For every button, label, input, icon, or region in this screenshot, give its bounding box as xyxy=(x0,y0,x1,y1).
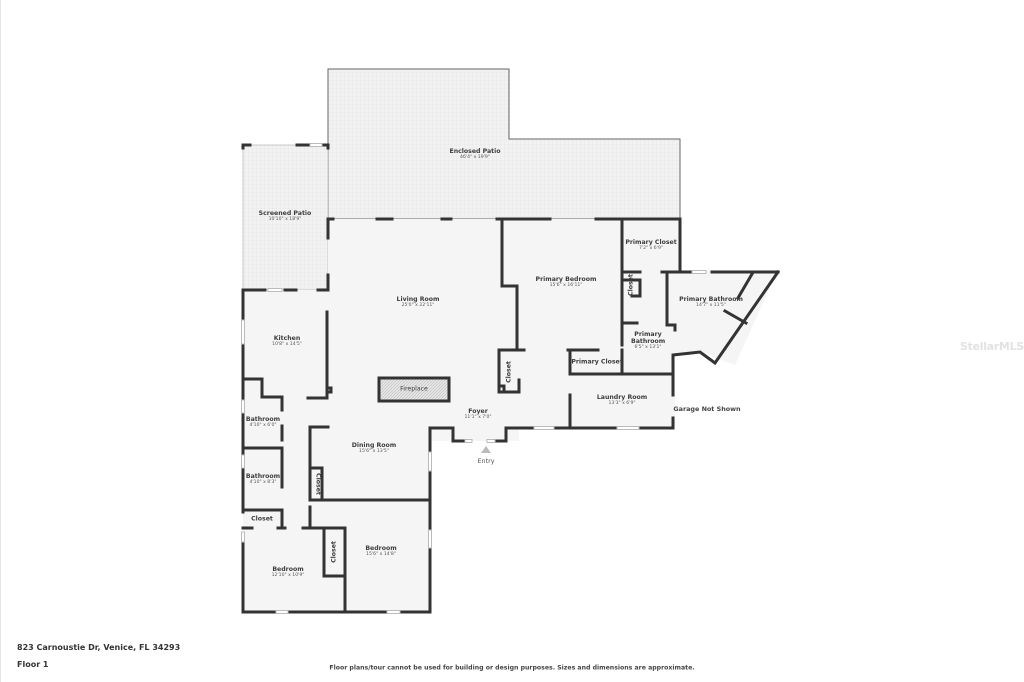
room-name: Laundry Room xyxy=(596,393,648,401)
room-dimensions: 7'2" x 6'9" xyxy=(638,245,664,251)
interior-floor xyxy=(243,219,778,612)
room-name: Bedroom xyxy=(272,565,304,573)
screened-patio-area xyxy=(242,144,329,291)
room-laundry-room: Laundry Room 13'3" x 6'9" xyxy=(597,394,647,406)
room-name: Closet xyxy=(251,515,273,523)
floor-label: Floor 1 xyxy=(17,660,49,669)
room-name: Bathroom xyxy=(245,415,281,423)
room-name: Kitchen xyxy=(273,334,301,342)
room-primary-bedroom: Primary Bedroom 15'6" x 16'11" xyxy=(536,276,597,288)
room-dining-closet: Closet xyxy=(314,473,322,495)
room-name: Closet xyxy=(505,361,513,383)
room-primary-closet-small: Primary Closet xyxy=(571,358,622,365)
room-bedroom-2: Bedroom 15'6" x 14'8" xyxy=(365,545,396,557)
room-bedroom-1: Bedroom 12'10" x 10'9" xyxy=(272,566,305,578)
room-dimensions: 13'3" x 6'9" xyxy=(608,400,636,406)
room-name: Primary Bathroom xyxy=(679,295,743,303)
room-dimensions: 14'7" x 11'5" xyxy=(696,302,726,308)
enclosed-patio-area xyxy=(327,68,681,220)
room-primary-bathroom-large: Primary Bathroom 14'7" x 11'5" xyxy=(679,296,743,308)
room-bathroom-2: Bathroom 4'10" x 8'3" xyxy=(246,473,280,485)
fireplace-hearth xyxy=(377,376,451,403)
room-dimensions: 10'10" x 18'9" xyxy=(268,216,302,222)
room-screened-patio: Screened Patio 10'10" x 18'9" xyxy=(259,210,312,222)
room-name: Primary Bedroom xyxy=(535,275,597,283)
room-name: Foyer xyxy=(468,407,488,415)
garage-note: Garage Not Shown xyxy=(673,405,741,413)
room-living-room: Living Room 25'0" x 22'11" xyxy=(397,296,440,308)
room-dimensions: 15'6" x 16'11" xyxy=(549,282,583,288)
room-dimensions: 15'6" x 14'8" xyxy=(366,551,396,557)
disclaimer: Floor plans/tour cannot be used for buil… xyxy=(329,664,695,672)
room-dimensions: 4'10" x 8'3" xyxy=(249,479,277,485)
room-name: Primary Bathroom xyxy=(631,331,666,346)
room-name: Closet xyxy=(314,473,322,495)
room-name: Bathroom xyxy=(245,472,281,480)
room-dimensions: 4'10" x 6'0" xyxy=(249,422,277,428)
room-name: Screened Patio xyxy=(258,209,312,217)
room-foyer: Foyer 11'1" x 7'0" xyxy=(464,408,491,420)
room-dimensions: 25'0" x 22'11" xyxy=(401,302,435,308)
room-name: Living Room xyxy=(396,295,440,303)
room-dining-room: Dining Room 15'6" x 13'5" xyxy=(352,442,397,454)
room-foyer-closet: Closet xyxy=(505,361,512,383)
room-name: Primary Closet xyxy=(571,358,623,366)
room-primary-closet-top: Primary Closet 7'2" x 6'9" xyxy=(625,239,676,251)
property-address: 823 Carnoustie Dr, Venice, FL 34293 xyxy=(17,643,181,652)
room-name: Closet xyxy=(627,274,635,296)
room-hall-closet: Closet xyxy=(251,515,273,522)
room-name: Enclosed Patio xyxy=(449,147,501,155)
room-name: Closet xyxy=(330,541,338,563)
room-bedroom-1-closet: Closet xyxy=(330,541,337,563)
room-dimensions: 15'6" x 13'5" xyxy=(359,448,389,454)
windows xyxy=(241,143,707,614)
entry-arrow-icon xyxy=(481,446,491,453)
room-primary-closet-vertical: Closet xyxy=(627,274,634,296)
room-enclosed-patio: Enclosed Patio 46'4" x 19'9" xyxy=(449,148,500,160)
room-dimensions: 46'4" x 19'9" xyxy=(460,154,490,160)
room-bathroom-1: Bathroom 4'10" x 6'0" xyxy=(246,416,280,428)
room-name: Bedroom xyxy=(365,544,397,552)
room-dimensions: 11'1" x 7'0" xyxy=(464,414,492,420)
walls xyxy=(241,143,781,614)
room-kitchen: Kitchen 10'8" x 14'5" xyxy=(272,335,302,347)
room-name: Primary Closet xyxy=(625,238,677,246)
room-name: Dining Room xyxy=(351,441,397,449)
room-dimensions: 10'8" x 14'5" xyxy=(272,341,302,347)
fireplace-label: Fireplace xyxy=(400,385,428,392)
room-primary-bathroom-small: Primary Bathroom 6'5" x 13'1" xyxy=(631,331,665,351)
room-name: Fireplace xyxy=(400,385,428,393)
watermark-logo: StellarMLS xyxy=(960,340,1024,353)
entry-label: Entry xyxy=(477,457,495,465)
room-dimensions: 6'5" x 13'1" xyxy=(634,345,662,351)
room-dimensions: 12'10" x 10'9" xyxy=(271,572,305,578)
